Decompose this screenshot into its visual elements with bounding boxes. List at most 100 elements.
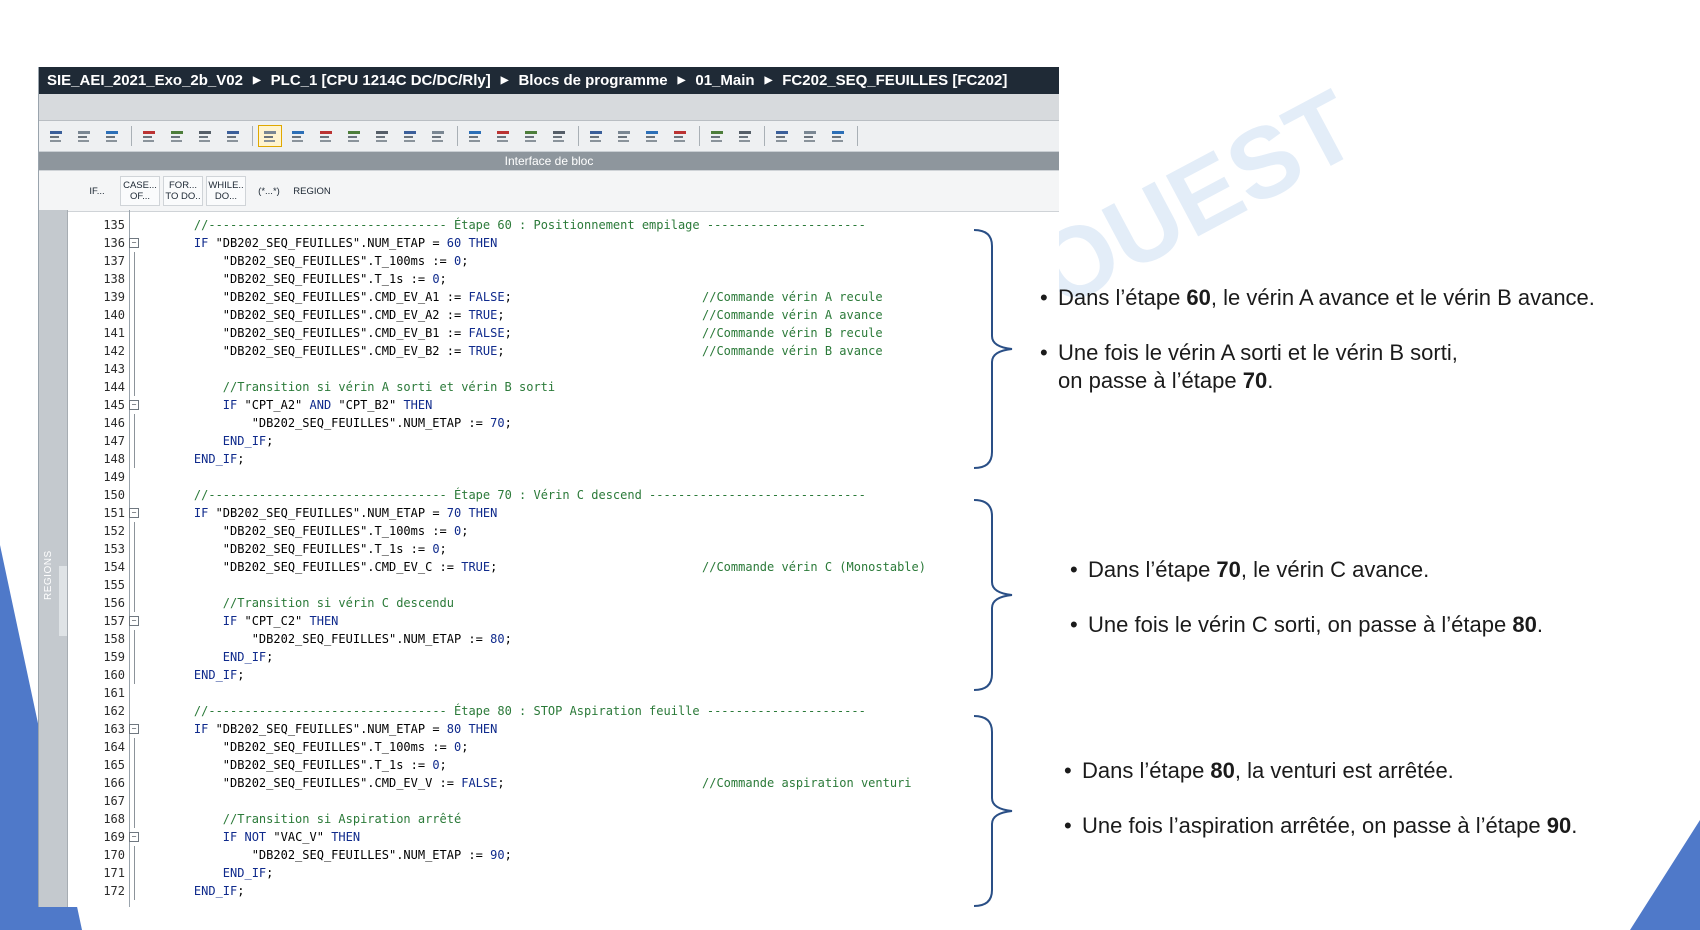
overview-icon[interactable] (222, 126, 244, 146)
trace-icon[interactable] (371, 126, 393, 146)
line-number: 172 (103, 884, 125, 898)
code-line[interactable]: 172 END_IF; (67, 882, 1059, 900)
regions-panel[interactable]: REGIONS (39, 210, 68, 907)
code-line[interactable]: 150 //--------------------------------- … (67, 486, 1059, 504)
snippet-button[interactable]: FOR...TO DO.. (163, 176, 203, 206)
code-line[interactable]: 166 "DB202_SEQ_FEUILLES".CMD_EV_V := FAL… (67, 774, 1059, 792)
snippet-button[interactable]: (*...*) (249, 183, 289, 200)
code-line[interactable]: 158 "DB202_SEQ_FEUILLES".NUM_ETAP := 80; (67, 630, 1059, 648)
code-line[interactable]: 163− IF "DB202_SEQ_FEUILLES".NUM_ETAP = … (67, 720, 1059, 738)
step-icon[interactable] (343, 126, 365, 146)
breadcrumb-item[interactable]: 01_Main (695, 72, 755, 89)
snippet-button[interactable]: REGION (292, 183, 332, 200)
delete-network-icon[interactable] (73, 126, 95, 146)
compare-icon[interactable] (771, 126, 793, 146)
code-line[interactable]: 170 "DB202_SEQ_FEUILLES".NUM_ETAP := 90; (67, 846, 1059, 864)
breakpoint-icon[interactable] (315, 126, 337, 146)
list-icon[interactable] (166, 126, 188, 146)
comments-icon[interactable] (287, 126, 309, 146)
code-line[interactable]: 161 (67, 684, 1059, 702)
line-number: 140 (103, 308, 125, 322)
code-line[interactable]: 142 "DB202_SEQ_FEUILLES".CMD_EV_B2 := TR… (67, 342, 1059, 360)
code-line[interactable]: 144 //Transition si vérin A sorti et vér… (67, 378, 1059, 396)
code-line[interactable]: 143 (67, 360, 1059, 378)
code-line[interactable]: 167 (67, 792, 1059, 810)
breadcrumb-item[interactable]: PLC_1 [CPU 1214C DC/DC/Rly] (270, 72, 491, 89)
fold-toggle-icon[interactable]: − (129, 616, 139, 626)
code-line[interactable]: 162 //--------------------------------- … (67, 702, 1059, 720)
code-line[interactable]: 160 END_IF; (67, 666, 1059, 684)
snippet-button[interactable]: CASE...OF... (120, 176, 160, 206)
code-line[interactable]: 149 (67, 468, 1059, 486)
code-text: "DB202_SEQ_FEUILLES".CMD_EV_A1 := FALSE; (165, 290, 512, 304)
download-icon[interactable] (827, 126, 849, 146)
check-icon[interactable] (427, 126, 449, 146)
monitor-icon[interactable] (138, 126, 160, 146)
fold-toggle-icon[interactable]: − (129, 724, 139, 734)
code-area[interactable]: REGIONS 135 //--------------------------… (39, 210, 1059, 907)
line-number: 162 (103, 704, 125, 718)
link-icon[interactable] (799, 126, 821, 146)
code-line[interactable]: 146 "DB202_SEQ_FEUILLES".NUM_ETAP := 70; (67, 414, 1059, 432)
code-line[interactable]: 141 "DB202_SEQ_FEUILLES".CMD_EV_B1 := FA… (67, 324, 1059, 342)
code-text: "DB202_SEQ_FEUILLES".T_100ms := 0; (165, 524, 469, 538)
code-line[interactable]: 148 END_IF; (67, 450, 1059, 468)
block-interface-bar[interactable]: Interface de bloc (39, 152, 1059, 170)
annotation-etape-70-1: •Dans l’étape 70, le vérin C avance. (1070, 557, 1430, 582)
snippet-button[interactable]: IF... (77, 183, 117, 200)
breadcrumb-item[interactable]: Blocs de programme (518, 72, 668, 89)
breadcrumb-item[interactable]: SIE_AEI_2021_Exo_2b_V02 (47, 72, 243, 89)
code-line[interactable]: 152 "DB202_SEQ_FEUILLES".T_100ms := 0; (67, 522, 1059, 540)
code-line[interactable]: 140 "DB202_SEQ_FEUILLES".CMD_EV_A2 := TR… (67, 306, 1059, 324)
code-line[interactable]: 145− IF "CPT_A2" AND "CPT_B2" THEN (67, 396, 1059, 414)
code-line[interactable]: 153 "DB202_SEQ_FEUILLES".T_1s := 0; (67, 540, 1059, 558)
code-line[interactable]: 164 "DB202_SEQ_FEUILLES".T_100ms := 0; (67, 738, 1059, 756)
next-icon[interactable] (706, 126, 728, 146)
code-line[interactable]: 136− IF "DB202_SEQ_FEUILLES".NUM_ETAP = … (67, 234, 1059, 252)
code-line[interactable]: 147 END_IF; (67, 432, 1059, 450)
code-text: IF "DB202_SEQ_FEUILLES".NUM_ETAP = 80 TH… (193, 722, 498, 736)
goto-icon[interactable] (669, 126, 691, 146)
code-line[interactable]: 159 END_IF; (67, 648, 1059, 666)
line-number: 144 (103, 380, 125, 394)
code-line[interactable]: 151− IF "DB202_SEQ_FEUILLES".NUM_ETAP = … (67, 504, 1059, 522)
fold-toggle-icon[interactable]: − (129, 238, 139, 248)
outdent-icon[interactable] (520, 126, 542, 146)
code-line[interactable]: 154 "DB202_SEQ_FEUILLES".CMD_EV_C := TRU… (67, 558, 1059, 576)
zoom-icon[interactable] (258, 125, 282, 147)
code-line[interactable]: 139 "DB202_SEQ_FEUILLES".CMD_EV_A1 := FA… (67, 288, 1059, 306)
code-line[interactable]: 171 END_IF; (67, 864, 1059, 882)
code-line[interactable]: 155 (67, 576, 1059, 594)
breadcrumb-item[interactable]: FC202_SEQ_FEUILLES [FC202] (782, 72, 1008, 89)
uncomment-icon[interactable] (613, 126, 635, 146)
comment-icon[interactable] (585, 126, 607, 146)
indent-right-icon[interactable] (492, 126, 514, 146)
fold-guide (134, 756, 135, 774)
format-icon[interactable] (548, 126, 570, 146)
insert-network-icon[interactable] (45, 126, 67, 146)
regions-toggle[interactable] (59, 566, 67, 636)
fold-toggle-icon[interactable]: − (129, 508, 139, 518)
fold-toggle-icon[interactable]: − (129, 832, 139, 842)
prev-icon[interactable] (734, 126, 756, 146)
fold-toggle-icon[interactable]: − (129, 400, 139, 410)
code-line[interactable]: 165 "DB202_SEQ_FEUILLES".T_1s := 0; (67, 756, 1059, 774)
code-line[interactable]: 168 //Transition si Aspiration arrêté (67, 810, 1059, 828)
code-line[interactable]: 138 "DB202_SEQ_FEUILLES".T_1s := 0; (67, 270, 1059, 288)
snippet-button[interactable]: WHILE..DO... (206, 176, 246, 206)
code-line[interactable]: 135 //--------------------------------- … (67, 216, 1059, 234)
line-number: 160 (103, 668, 125, 682)
bookmark-icon[interactable] (641, 126, 663, 146)
code-text: "DB202_SEQ_FEUILLES".NUM_ETAP := 90; (165, 848, 512, 862)
code-text: //--------------------------------- Étap… (193, 218, 866, 232)
code-line[interactable]: 137 "DB202_SEQ_FEUILLES".T_100ms := 0; (67, 252, 1059, 270)
watch-icon[interactable] (399, 126, 421, 146)
table-icon[interactable] (194, 126, 216, 146)
code-line[interactable]: 169− IF NOT "VAC_V" THEN (67, 828, 1059, 846)
fold-guide (134, 846, 135, 864)
call-block-icon[interactable] (101, 126, 123, 146)
line-number: 170 (103, 848, 125, 862)
code-line[interactable]: 157− IF "CPT_C2" THEN (67, 612, 1059, 630)
indent-left-icon[interactable] (464, 126, 486, 146)
code-line[interactable]: 156 //Transition si vérin C descendu (67, 594, 1059, 612)
